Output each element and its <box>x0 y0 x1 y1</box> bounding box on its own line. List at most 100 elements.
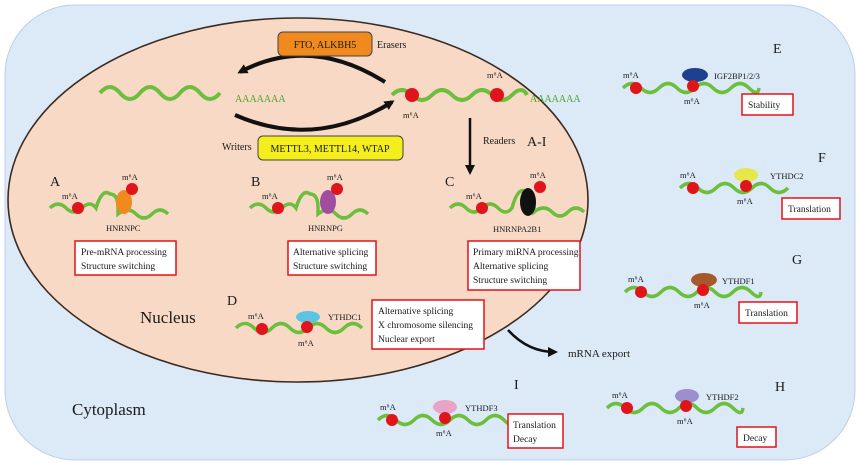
panel-letter: G <box>792 253 802 268</box>
panel-letter: H <box>775 380 785 395</box>
panel-letter: B <box>251 175 260 190</box>
reader-protein-ythdc2 <box>734 168 758 182</box>
m6a-dot <box>687 182 699 194</box>
panel-c: C m⁶A m⁶A HNRNPA2B1 Primary miRNA proces… <box>445 170 586 291</box>
function-text: Alternative splicing <box>378 307 453 317</box>
protein-name: YTHDF1 <box>722 276 755 286</box>
function-box <box>741 93 794 116</box>
function-text: X chromosome silencing <box>378 321 473 331</box>
protein-name: YTHDF3 <box>465 403 498 413</box>
m6a-dot <box>740 180 752 192</box>
m6a-label: m⁶A <box>623 70 640 80</box>
panel-h: H m⁶A m⁶A YTHDF2 Decay <box>605 380 785 448</box>
panel-letter: E <box>773 42 782 57</box>
rna-strand <box>234 321 364 335</box>
poly-a-tail-left: AAAAAAA <box>235 94 286 105</box>
reader-protein-hnrnpc <box>116 190 132 214</box>
function-box <box>781 197 841 220</box>
rna-strand <box>48 190 170 220</box>
function-text: Stability <box>748 101 780 111</box>
function-text: Pre-mRNA processing <box>81 248 167 258</box>
writer-arrow <box>234 100 395 132</box>
m6a-dot <box>256 323 268 335</box>
m6a-label: m⁶A <box>694 300 711 310</box>
panel-g: G m⁶A m⁶A YTHDF1 Translation <box>623 253 802 324</box>
m6a-dot <box>490 88 504 102</box>
m6a-label: m⁶A <box>122 172 139 182</box>
writers-box <box>257 135 404 161</box>
panel-letter: I <box>514 378 519 393</box>
mrna-export-label: mRNA export <box>568 348 630 360</box>
function-box <box>507 413 564 449</box>
function-box <box>736 426 777 448</box>
unmodified-rna-strand <box>98 85 222 101</box>
m6a-label: m⁶A <box>737 196 754 206</box>
m6a-label: m⁶A <box>380 402 397 412</box>
poly-a-tail-right: AAAAAAA <box>530 94 581 105</box>
panel-b: B m⁶A m⁶A HNRNPG Alternative splicing St… <box>248 172 377 276</box>
function-text: Translation <box>513 421 556 431</box>
m6a-label: m⁶A <box>612 390 629 400</box>
readers-label: Readers <box>483 136 515 147</box>
function-box <box>74 240 177 276</box>
m6a-dot <box>476 202 488 214</box>
m6a-label: m⁶A <box>248 311 265 321</box>
function-box <box>371 299 485 350</box>
function-box <box>467 240 581 291</box>
m6a-dot <box>126 183 138 195</box>
m6a-label: m⁶A <box>487 70 504 80</box>
writers-proteins: METTL3, METTL14, WTAP <box>271 144 390 155</box>
m6a-label: m⁶A <box>62 191 79 201</box>
m6a-dot <box>630 82 642 94</box>
reader-protein-hnrnpa2b1 <box>520 188 536 216</box>
m6a-label: m⁶A <box>262 191 279 201</box>
protein-name: HNRNPA2B1 <box>493 224 541 234</box>
m6a-label: m⁶A <box>530 170 547 180</box>
m6a-label: m⁶A <box>298 338 315 348</box>
m6a-dot <box>72 202 84 214</box>
function-text: Structure switching <box>81 262 155 272</box>
reader-protein-hnrnpg <box>320 190 336 214</box>
panel-d: D m⁶A m⁶A YTHDC1 Alternative splicing X … <box>227 294 485 350</box>
function-text: Alternative splicing <box>293 248 368 258</box>
function-text: Primary miRNA processing <box>473 248 579 258</box>
panel-a: A m⁶A m⁶A HNRNPC Pre-mRNA processing Str… <box>48 172 177 276</box>
function-text: Decay <box>513 435 538 445</box>
reader-protein-ythdc1 <box>296 311 320 323</box>
panel-letter: A <box>50 175 61 190</box>
erasers-box <box>277 31 373 57</box>
m6a-dot <box>635 286 647 298</box>
cytoplasm-label: Cytoplasm <box>72 400 146 419</box>
protein-name: HNRNPC <box>106 223 141 233</box>
m6a-dot <box>697 284 709 296</box>
m6a-dot <box>386 414 398 426</box>
function-box <box>287 240 377 276</box>
panel-i: I m⁶A m⁶A YTHDF3 Translation Decay <box>376 378 564 449</box>
m6a-dot <box>534 181 546 193</box>
reader-protein-igf2bp <box>682 68 708 82</box>
m6a-label: m⁶A <box>436 428 453 438</box>
m6a-label: m⁶A <box>680 170 697 180</box>
m6a-dot <box>621 402 633 414</box>
function-text: Structure switching <box>293 262 367 272</box>
function-text: Nuclear export <box>378 335 435 345</box>
m6a-label: m⁶A <box>466 191 483 201</box>
writers-label: Writers <box>222 142 252 153</box>
m6a-label: m⁶A <box>684 96 701 106</box>
reader-protein-ythdf3 <box>433 400 457 414</box>
protein-name: YTHDC2 <box>770 171 804 181</box>
function-text: Alternative splicing <box>473 262 548 272</box>
function-text: Structure switching <box>473 276 547 286</box>
m6a-label: m⁶A <box>403 110 420 120</box>
m6a-dot <box>687 80 699 92</box>
rna-strand <box>623 285 763 299</box>
readers-range: A-I <box>527 135 547 150</box>
m6a-label: m⁶A <box>677 416 694 426</box>
m6a-label: m⁶A <box>327 172 344 182</box>
panel-letter: C <box>445 175 454 190</box>
nucleus-label: Nucleus <box>140 308 196 327</box>
function-box <box>738 301 798 324</box>
protein-name: HNRNPG <box>308 223 343 233</box>
m6a-dot <box>331 183 343 195</box>
